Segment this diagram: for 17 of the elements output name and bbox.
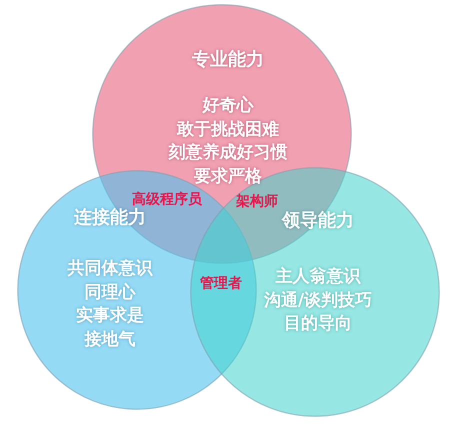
overlap-label: 管理者 [200,276,242,292]
skill-text: 敢于挑战困难 [177,120,279,139]
skill-text: 好奇心 [202,96,254,116]
skill-text: 实事求是 [76,306,144,326]
skill-text: 刻意养成好习惯 [168,144,288,162]
circle-heading: 领导能力 [282,211,354,231]
skill-text: 目的导向 [284,314,352,334]
skill-text: 主人翁意识 [276,268,360,286]
overlap-label: 高级程序员 [132,192,202,208]
circle-heading: 专业能力 [192,50,264,70]
skill-text: 同理心 [84,283,136,302]
overlap-label: 架构师 [236,194,278,210]
circle-heading: 连接能力 [74,208,146,228]
skill-text: 共同体意识 [68,260,152,278]
skill-text: 要求严格 [194,167,262,186]
skill-text: 接地气 [84,330,136,349]
skill-text: 沟通/谈判技巧 [264,291,372,310]
